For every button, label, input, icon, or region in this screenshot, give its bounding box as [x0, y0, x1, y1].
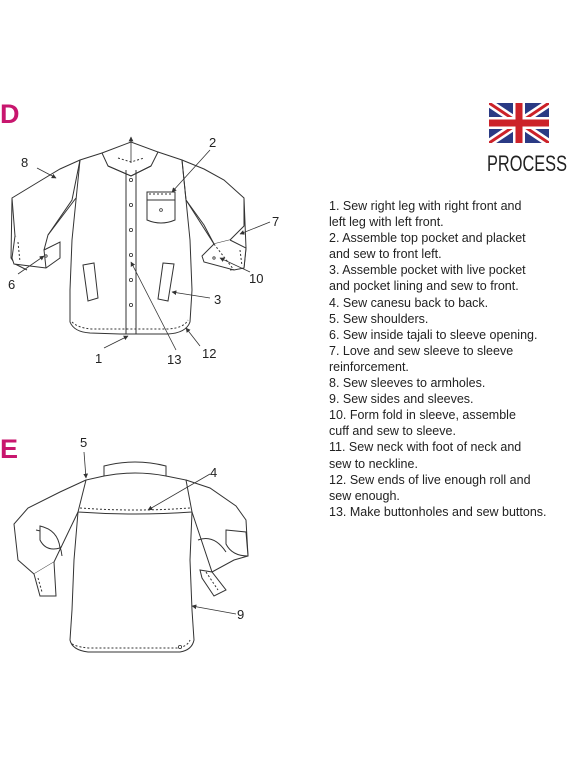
process-steps-list: 1. Sew right leg with right front and le… [329, 198, 565, 520]
step-line: and sew to front left. [329, 247, 442, 262]
callout-front-2: 2 [209, 135, 216, 150]
step-line: 7. Love and sew sleeve to sleeve [329, 343, 514, 358]
callout-front-13: 13 [167, 352, 181, 367]
step-line: sew enough. [329, 488, 400, 503]
step-line: 11. Sew neck with foot of neck and [329, 440, 522, 455]
step-line: 3. Assemble pocket with live pocket [329, 263, 526, 278]
step-line: 1. Sew right leg with right front and [329, 199, 522, 213]
callout-back-4: 4 [210, 465, 217, 480]
callout-front-8: 8 [21, 155, 28, 170]
front-callout-labels: 8 2 7 6 10 3 1 13 12 [8, 135, 279, 367]
callout-front-1: 1 [95, 351, 102, 366]
panel-letter-d: D [0, 99, 20, 129]
panel-letter-e: E [0, 434, 18, 464]
callout-back-5: 5 [80, 435, 87, 450]
back-callout-labels: 5 4 9 [80, 435, 244, 622]
callout-front-6: 6 [8, 277, 15, 292]
callout-front-7: 7 [272, 214, 279, 229]
step-line: 5. Sew shoulders. [329, 311, 429, 326]
front-leaders [17, 149, 271, 351]
back-leaders [83, 451, 237, 615]
step-line: and pocket lining and sew to front. [329, 279, 519, 294]
front-buttons [44, 177, 216, 307]
step-line: 12. Sew ends of live enough roll and [329, 472, 531, 487]
uk-flag-icon [489, 103, 549, 143]
callout-front-12: 12 [202, 346, 216, 361]
step-line: sew to neckline. [329, 456, 418, 471]
step-line: cuff and sew to sleeve. [329, 424, 456, 439]
step-line: 6. Sew inside tajali to sleeve opening. [329, 327, 538, 342]
step-line: left leg with left front. [329, 215, 444, 230]
step-line: 8. Sew sleeves to armholes. [329, 376, 486, 391]
callout-back-9: 9 [237, 607, 244, 622]
step-line: 10. Form fold in sleeve, assemble [329, 408, 516, 423]
process-label: PROCESS [487, 151, 567, 176]
back-hanger-button [177, 645, 182, 650]
step-line: 9. Sew sides and sleeves. [329, 392, 474, 407]
step-line: 4. Sew canesu back to back. [329, 295, 489, 310]
callout-front-3: 3 [214, 292, 221, 307]
shirt-back-drawing [13, 461, 249, 653]
step-line: reinforcement. [329, 359, 409, 374]
step-line: 13. Make buttonholes and sew buttons. [329, 504, 547, 519]
callout-front-10: 10 [249, 271, 263, 286]
shirt-front-drawing [10, 141, 247, 335]
step-line: 2. Assemble top pocket and placket [329, 231, 526, 246]
